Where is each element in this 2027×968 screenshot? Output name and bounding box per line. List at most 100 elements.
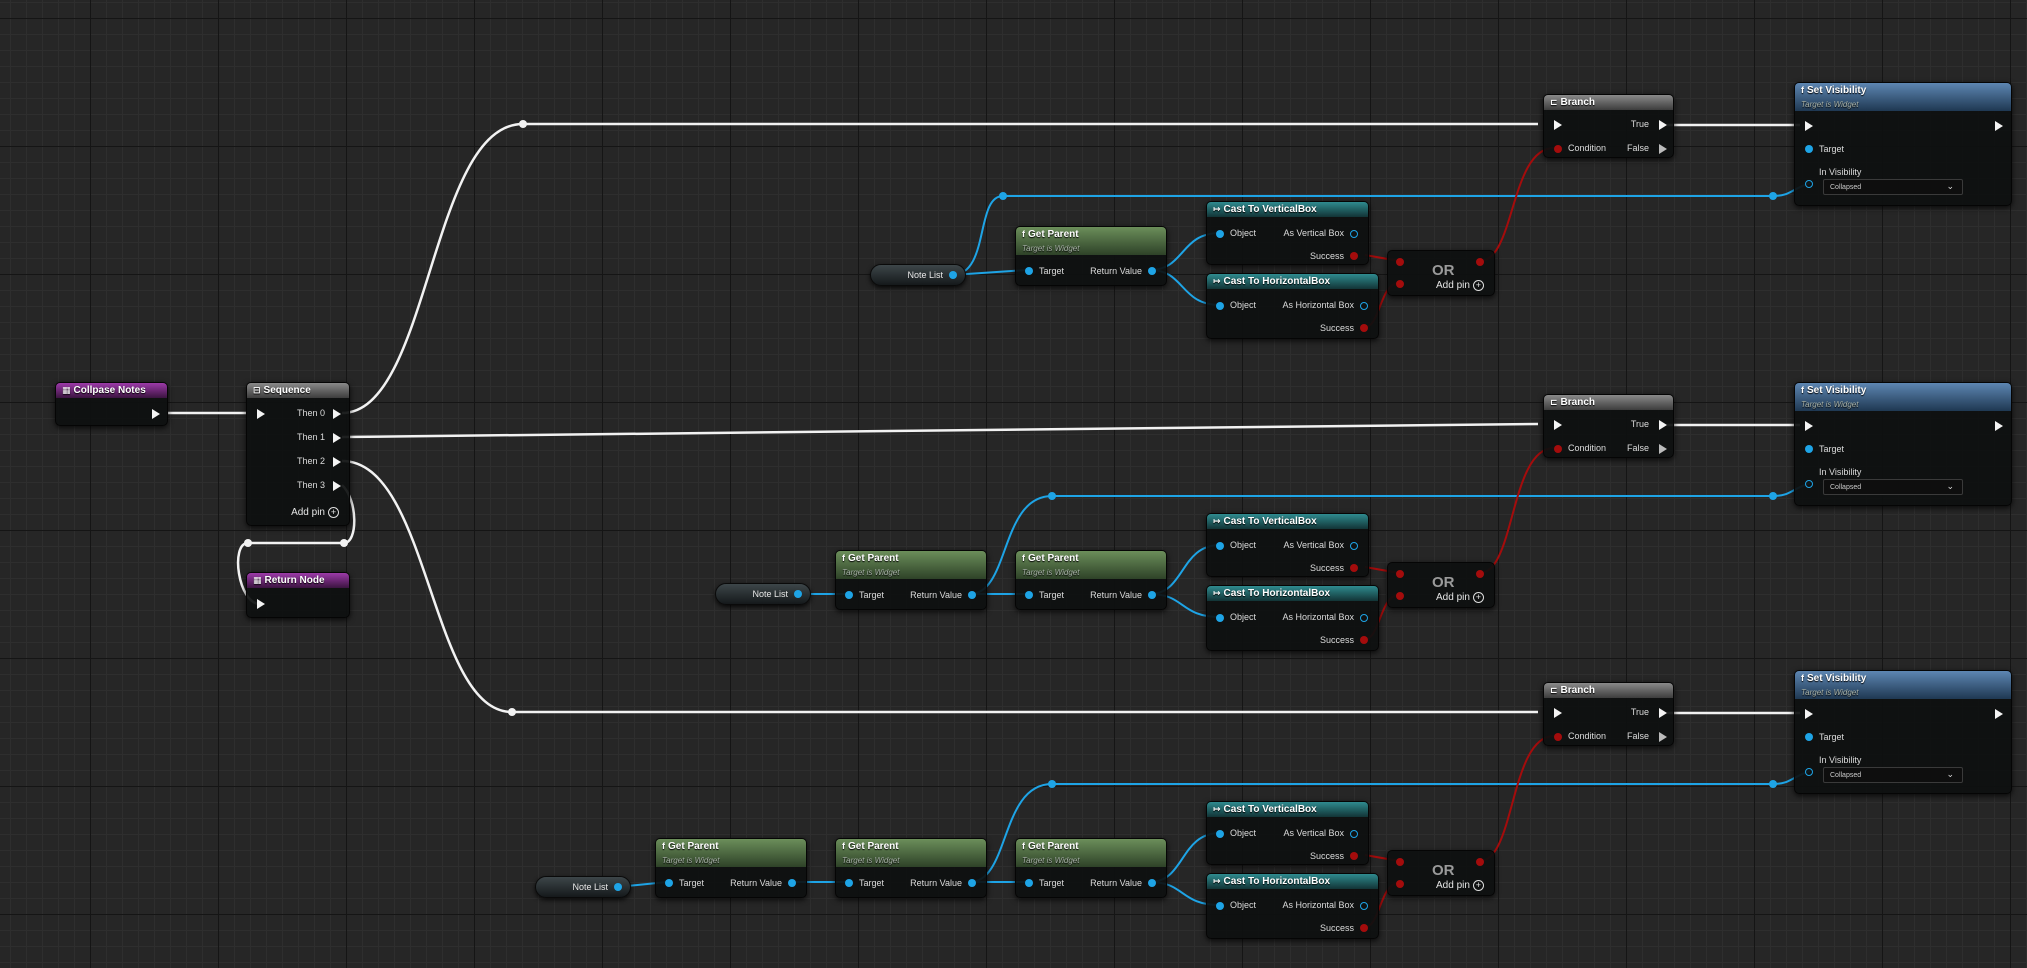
object-in-pin[interactable] [1216, 902, 1224, 910]
note-list-variable[interactable]: Note List [535, 876, 631, 898]
or-node[interactable]: OR Add pin+ [1387, 250, 1495, 296]
true-out-pin[interactable] [1659, 420, 1667, 430]
condition-in-pin[interactable] [1554, 145, 1562, 153]
success-out-pin[interactable] [1350, 852, 1358, 860]
object-in-pin[interactable] [1216, 230, 1224, 238]
false-out-pin[interactable] [1659, 144, 1667, 154]
object-in-pin[interactable] [1216, 302, 1224, 310]
object-out-pin[interactable] [794, 590, 802, 598]
exec-out-pin-then-1[interactable] [333, 433, 341, 443]
target-in-pin[interactable] [1805, 145, 1813, 153]
sequence-add-pin-button[interactable]: Add pin+ [291, 507, 339, 518]
branch-node[interactable]: ⊏Branch True Condition False [1543, 394, 1674, 458]
condition-in-pin[interactable] [1554, 733, 1562, 741]
object-in-pin[interactable] [1216, 614, 1224, 622]
target-in-pin[interactable] [1805, 445, 1813, 453]
exec-in-pin[interactable] [1805, 421, 1813, 431]
false-out-pin[interactable] [1659, 444, 1667, 454]
as-horizontal-box-out-pin[interactable] [1360, 902, 1368, 910]
return-value-out-pin[interactable] [968, 879, 976, 887]
target-in-pin[interactable] [1025, 267, 1033, 275]
false-out-pin[interactable] [1659, 732, 1667, 742]
target-in-pin[interactable] [1025, 591, 1033, 599]
cast-to-verticalbox-node[interactable]: ↦Cast To VerticalBox Object As Vertical … [1206, 201, 1369, 265]
bool-out-pin[interactable] [1476, 258, 1484, 266]
cast-to-horizontalbox-node[interactable]: ↦Cast To HorizontalBox Object As Horizon… [1206, 273, 1379, 339]
target-in-pin[interactable] [1025, 879, 1033, 887]
bool-out-pin[interactable] [1476, 858, 1484, 866]
true-out-pin[interactable] [1659, 708, 1667, 718]
exec-out-pin[interactable] [1995, 421, 2003, 431]
exec-out-pin-then-2[interactable] [333, 457, 341, 467]
bool-in-pin[interactable] [1396, 280, 1404, 288]
in-visibility-pin[interactable] [1805, 180, 1813, 188]
exec-in-pin[interactable] [1554, 420, 1562, 430]
cast-to-horizontalbox-node[interactable]: ↦Cast To HorizontalBox Object As Horizon… [1206, 873, 1379, 939]
object-in-pin[interactable] [1216, 830, 1224, 838]
success-out-pin[interactable] [1360, 636, 1368, 644]
object-out-pin[interactable] [614, 883, 622, 891]
as-vertical-box-out-pin[interactable] [1350, 830, 1358, 838]
exec-out-pin-then-0[interactable] [333, 409, 341, 419]
bool-in-pin[interactable] [1396, 858, 1404, 866]
return-value-out-pin[interactable] [1148, 879, 1156, 887]
exec-in-pin[interactable] [1554, 120, 1562, 130]
exec-in-pin[interactable] [1554, 708, 1562, 718]
true-out-pin[interactable] [1659, 120, 1667, 130]
return-value-out-pin[interactable] [1148, 267, 1156, 275]
exec-in-pin[interactable] [1805, 709, 1813, 719]
bool-out-pin[interactable] [1476, 570, 1484, 578]
cast-to-horizontalbox-node[interactable]: ↦Cast To HorizontalBox Object As Horizon… [1206, 585, 1379, 651]
exec-out-pin[interactable] [1995, 121, 2003, 131]
sequence-node[interactable]: ⊟Sequence Then 0 Then 1 Then 2 Then 3 Ad… [246, 382, 350, 526]
as-vertical-box-out-pin[interactable] [1350, 230, 1358, 238]
bool-in-pin[interactable] [1396, 592, 1404, 600]
target-in-pin[interactable] [845, 879, 853, 887]
exec-out-pin[interactable] [1995, 709, 2003, 719]
target-in-pin[interactable] [1805, 733, 1813, 741]
return-value-out-pin[interactable] [788, 879, 796, 887]
visibility-dropdown[interactable]: Collapsed⌄ [1823, 767, 1963, 783]
or-add-pin-button[interactable]: Add pin+ [1436, 280, 1484, 291]
in-visibility-pin[interactable] [1805, 480, 1813, 488]
cast-to-verticalbox-node[interactable]: ↦Cast To VerticalBox Object As Vertical … [1206, 513, 1369, 577]
bool-in-pin[interactable] [1396, 258, 1404, 266]
or-node[interactable]: OR Add pin+ [1387, 850, 1495, 896]
object-in-pin[interactable] [1216, 542, 1224, 550]
target-in-pin[interactable] [665, 879, 673, 887]
exec-in-pin[interactable] [257, 409, 265, 419]
as-vertical-box-out-pin[interactable] [1350, 542, 1358, 550]
event-node-collpase-notes[interactable]: ▦Collpase Notes [55, 382, 168, 426]
as-horizontal-box-out-pin[interactable] [1360, 302, 1368, 310]
exec-out-pin-then-3[interactable] [333, 481, 341, 491]
branch-node[interactable]: ⊏Branch True Condition False [1543, 682, 1674, 746]
bool-in-pin[interactable] [1396, 570, 1404, 578]
bool-in-pin[interactable] [1396, 880, 1404, 888]
visibility-dropdown[interactable]: Collapsed⌄ [1823, 479, 1963, 495]
success-out-pin[interactable] [1360, 924, 1368, 932]
return-value-out-pin[interactable] [1148, 591, 1156, 599]
note-list-variable[interactable]: Note List [715, 583, 811, 605]
or-add-pin-button[interactable]: Add pin+ [1436, 880, 1484, 891]
exec-in-pin[interactable] [257, 599, 265, 609]
or-node[interactable]: OR Add pin+ [1387, 562, 1495, 608]
exec-in-pin[interactable] [1805, 121, 1813, 131]
success-out-pin[interactable] [1360, 324, 1368, 332]
note-list-variable[interactable]: Note List [870, 264, 966, 286]
in-visibility-pin[interactable] [1805, 768, 1813, 776]
object-out-pin[interactable] [949, 271, 957, 279]
or-add-pin-button[interactable]: Add pin+ [1436, 592, 1484, 603]
success-out-pin[interactable] [1350, 564, 1358, 572]
branch-node[interactable]: ⊏Branch True Condition False [1543, 94, 1674, 158]
success-out-pin[interactable] [1350, 252, 1358, 260]
return-node[interactable]: ▦Return Node [246, 572, 350, 618]
